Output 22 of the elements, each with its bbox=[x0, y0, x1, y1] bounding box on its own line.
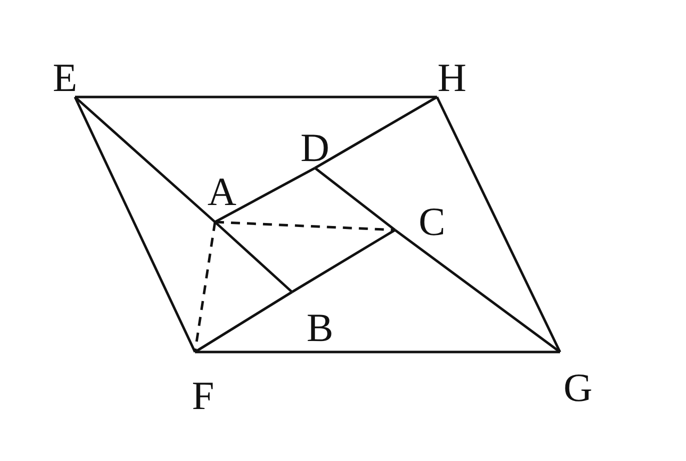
line-segment bbox=[314, 167, 396, 231]
point-label: B bbox=[305, 308, 335, 348]
point-label: G bbox=[563, 368, 593, 408]
line-segment bbox=[314, 96, 438, 170]
dashed-line-segment bbox=[194, 222, 216, 352]
dashed-line-segment bbox=[214, 220, 396, 232]
line-segment bbox=[74, 96, 216, 223]
line-segment bbox=[291, 228, 396, 294]
line-segment bbox=[214, 221, 293, 293]
line-segment bbox=[214, 166, 316, 224]
line-segment bbox=[436, 96, 562, 353]
line-segment bbox=[194, 290, 293, 354]
point-label: C bbox=[417, 202, 447, 242]
line-segment bbox=[74, 96, 196, 353]
point-label: E bbox=[50, 58, 80, 98]
line-segment bbox=[195, 350, 560, 354]
point-label: A bbox=[207, 172, 237, 212]
point-label: D bbox=[300, 128, 330, 168]
line-segment bbox=[75, 96, 437, 98]
point-label: H bbox=[437, 58, 467, 98]
line-segment bbox=[394, 229, 561, 353]
point-label: F bbox=[188, 376, 218, 416]
